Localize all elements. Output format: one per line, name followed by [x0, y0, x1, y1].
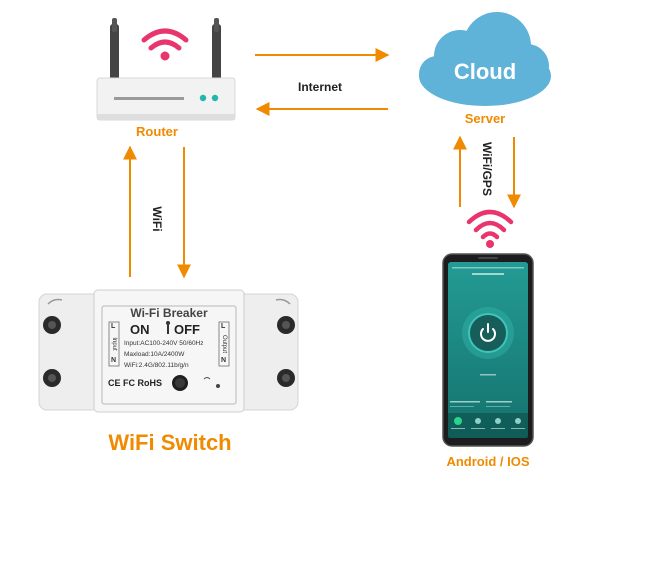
device-input-side: Input: [111, 337, 117, 351]
terminal-screws: [43, 316, 295, 387]
cloud-text: Cloud: [453, 59, 517, 84]
cloud-icon: [419, 12, 551, 106]
router: [92, 14, 242, 126]
device-l-right: L: [221, 323, 226, 330]
server-label: Server: [464, 111, 506, 126]
device-on-label: ON: [130, 322, 150, 337]
phone-wifi-icon: [465, 206, 515, 250]
smartphone-icon: [442, 253, 534, 447]
device-spec-wifi: WiFi:2.4G/802.11b/g/n: [124, 362, 189, 369]
device-off-label: OFF: [174, 322, 200, 337]
device-spec-maxload: Maxload:10A/2400W: [124, 351, 185, 358]
device-cert-marks: CE FC RoHS: [108, 378, 162, 388]
wifi-gps-label: WiFi/GPS: [480, 142, 494, 196]
internet-label: Internet: [297, 80, 342, 94]
device-n-right: N: [221, 357, 227, 364]
wifi-switch-device: Wi-Fi Breaker ON OFF L Input N L Output …: [38, 289, 300, 414]
device-l-left: L: [111, 323, 116, 330]
router-label: Router: [136, 124, 178, 139]
cloud: [415, 8, 555, 108]
router-icon: [96, 18, 236, 121]
device-n-left: N: [111, 357, 117, 364]
device-output-side: Output: [221, 334, 227, 353]
wifi-label: WiFi: [150, 206, 164, 232]
switch-label: WiFi Switch: [108, 430, 232, 455]
router-wifi-icon: [141, 28, 189, 51]
phone-label: Android / IOS: [446, 454, 530, 469]
smartphone: [442, 253, 534, 447]
device-spec-input: Input:AC100-240V 50/60Hz: [124, 340, 204, 347]
device-title: Wi-Fi Breaker: [130, 306, 208, 320]
